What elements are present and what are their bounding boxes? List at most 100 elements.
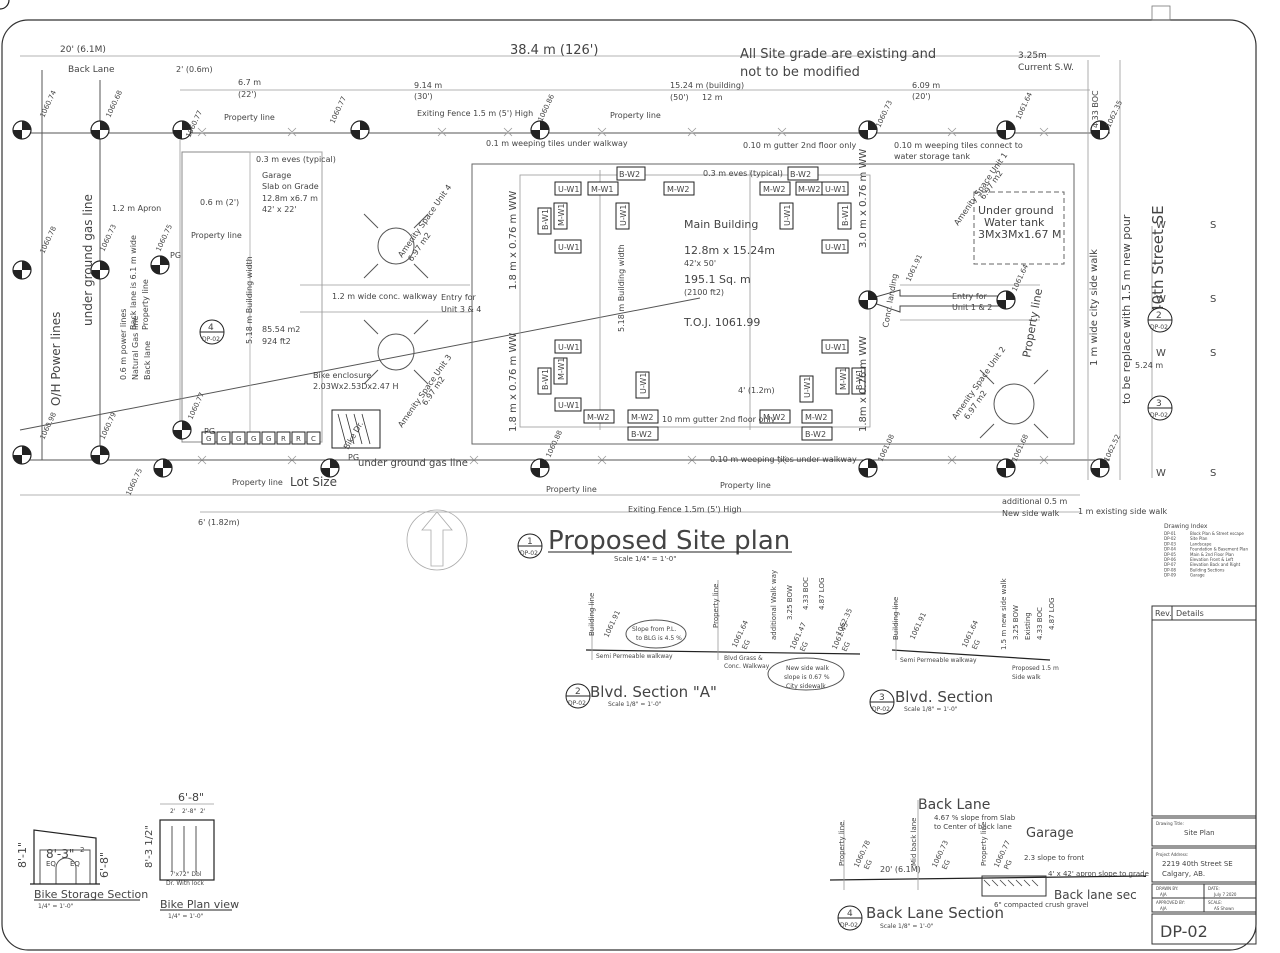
- ws-2: W: [1156, 294, 1166, 305]
- new-walk: New side walk: [1002, 509, 1060, 518]
- svg-text:Rev.: Rev.: [1155, 609, 1172, 618]
- svg-text:2: 2: [1156, 311, 1162, 321]
- blvd-a-title: Blvd. Section "A": [590, 683, 717, 701]
- elev-18: 1061.91: [905, 253, 924, 283]
- svg-text:M-W2: M-W2: [798, 185, 820, 194]
- svg-text:B-W2: B-W2: [805, 430, 826, 439]
- amen2-1: Amenity Space Unit 2: [950, 345, 1007, 421]
- current-sw: Current S.W.: [1018, 63, 1074, 73]
- svg-text:2: 2: [80, 846, 84, 854]
- main-size-m: 12.8m x 15.24m: [684, 244, 775, 257]
- svg-text:4.67 % slope from Slab: 4.67 % slope from Slab: [934, 814, 1016, 822]
- prop-line-br: Property line: [720, 481, 771, 490]
- tank-2: Water tank: [984, 216, 1045, 229]
- garage-label: Garage: [262, 171, 291, 180]
- gutter-top: 0.10 m gutter 2nd floor only: [743, 141, 856, 150]
- svg-text:4: 4: [847, 909, 853, 919]
- dim-67i: (22'): [238, 90, 257, 99]
- bike-slot-label: G: [251, 435, 256, 443]
- svg-text:DP-02: DP-02: [520, 550, 538, 557]
- bike-slot-label: R: [281, 435, 286, 443]
- street-name: 40th Street SE: [1149, 205, 1167, 314]
- svg-text:4.33 BOC: 4.33 BOC: [1036, 607, 1044, 640]
- back-lane-label: Back Lane: [68, 65, 115, 75]
- ss-4: S: [1210, 468, 1216, 479]
- lot-size: Lot Size: [290, 475, 337, 489]
- index-desc: Elevation Front & Left: [1190, 557, 1234, 562]
- elev-8: 1061.64: [1015, 91, 1035, 121]
- amen4-1: Amenity Space Unit 4: [396, 183, 453, 259]
- grade-note-1: All Site grade are existing and: [740, 47, 936, 62]
- back-lane-title: Back Lane Section: [866, 904, 1004, 922]
- elev-10: 1060.78: [39, 225, 58, 255]
- svg-text:Property line: Property line: [838, 822, 846, 866]
- svg-text:Property line: Property line: [712, 584, 720, 628]
- garage-dim: 0.6 m (2'): [200, 198, 239, 207]
- svg-text:EG: EG: [799, 641, 810, 653]
- site-linework: [19, 55, 1153, 571]
- toj-label: T.O.J. 1061.99: [683, 316, 760, 329]
- svg-text:Blvd Grass &: Blvd Grass &: [724, 655, 763, 662]
- svg-text:4' x 42' apron slope to grade: 4' x 42' apron slope to grade: [1048, 870, 1149, 878]
- bike-storage-section: 8'-1" 6'-8" 8'-3" EQ EQ 2 Bike Storage S…: [16, 829, 148, 910]
- svg-text:B-W1: B-W1: [855, 369, 864, 390]
- tank-1: Under ground: [978, 204, 1054, 217]
- svg-text:EG: EG: [741, 639, 752, 651]
- svg-text:New side walk: New side walk: [786, 665, 829, 672]
- svg-text:U-W1: U-W1: [825, 343, 846, 352]
- elev-22: 1062.52: [1103, 433, 1122, 463]
- dim-lane-offset: 2' (0.6m): [176, 65, 213, 74]
- svg-text:8'-3 1/2": 8'-3 1/2": [144, 825, 155, 868]
- ws-3: W: [1156, 348, 1166, 359]
- garage-size-1: 12.8m x6.7 m: [262, 194, 318, 203]
- index-code: DP-07: [1164, 562, 1176, 567]
- sheet-number: DP-02: [1160, 922, 1208, 941]
- svg-text:8'-3": 8'-3": [46, 847, 74, 861]
- weep-top: 0.1 m weeping tiles under walkway: [486, 139, 628, 148]
- svg-text:DP-02: DP-02: [568, 700, 586, 707]
- corner-tag: [1151, 5, 1171, 21]
- dim-1524: 15.24 m (building): [670, 81, 744, 90]
- bike-slot-label: G: [206, 435, 211, 443]
- svg-text:2.3 slope to front: 2.3 slope to front: [1024, 854, 1084, 862]
- amen3-1: Amenity Space Unit 3: [396, 353, 453, 429]
- svg-text:July 7 2020: July 7 2020: [1213, 892, 1237, 897]
- elev-20: 1061.08: [877, 433, 896, 463]
- svg-text:3: 3: [1156, 399, 1162, 409]
- gas-line-v: under ground gas line: [81, 194, 95, 326]
- svg-text:SCALE:: SCALE:: [1208, 900, 1222, 905]
- slab-label: Slab on Grade: [262, 182, 319, 191]
- svg-text:2219 40th Street SE: 2219 40th Street SE: [1162, 860, 1233, 868]
- city-walk: 1 m wide city side walk: [1089, 249, 1100, 366]
- win-br: 1.8m x 0.76 m WW: [858, 336, 869, 432]
- fence-bot: Exiting Fence 1.5m (5') High: [628, 505, 742, 514]
- blvd-b-title: Blvd. Section: [895, 688, 993, 706]
- svg-text:B-W2: B-W2: [790, 170, 811, 179]
- bike-slot-label: G: [266, 435, 271, 443]
- grade-note-2: not to be modified: [740, 65, 860, 80]
- garage-size-2: 42' x 22': [262, 205, 297, 214]
- index-desc: Block Plan & Street escape: [1190, 531, 1244, 536]
- index-desc: Building Sections: [1190, 567, 1224, 572]
- entry12-2: Unit 1 & 2: [952, 303, 992, 312]
- svg-text:slope is 0.67 %: slope is 0.67 %: [784, 674, 830, 681]
- pl-left-2: Natural Gas line: [131, 316, 140, 380]
- svg-text:Drawing Index: Drawing Index: [1164, 523, 1208, 530]
- svg-text:U-W1: U-W1: [639, 373, 648, 394]
- svg-text:M-W2: M-W2: [587, 413, 609, 422]
- svg-text:EG: EG: [941, 859, 952, 871]
- svg-text:1.5 m new side walk: 1.5 m new side walk: [1000, 577, 1008, 650]
- dim-914i: (30'): [414, 92, 433, 101]
- main-size-f: 42'x 50': [684, 259, 716, 268]
- pg-label-2: PG: [348, 453, 359, 462]
- index-desc: Site Plan: [1190, 536, 1208, 541]
- elev-4: 1060.77: [329, 95, 348, 125]
- svg-text:Proposed 1.5 m: Proposed 1.5 m: [1012, 665, 1059, 672]
- svg-text:8'-1": 8'-1": [16, 842, 29, 868]
- index-code: DP-01: [1164, 531, 1176, 536]
- replace-walk: to be replace with 1.5 m new pour: [1120, 214, 1133, 404]
- add-walk: additional 0.5 m: [1002, 497, 1068, 506]
- power-lines: O/H Power lines: [49, 312, 63, 406]
